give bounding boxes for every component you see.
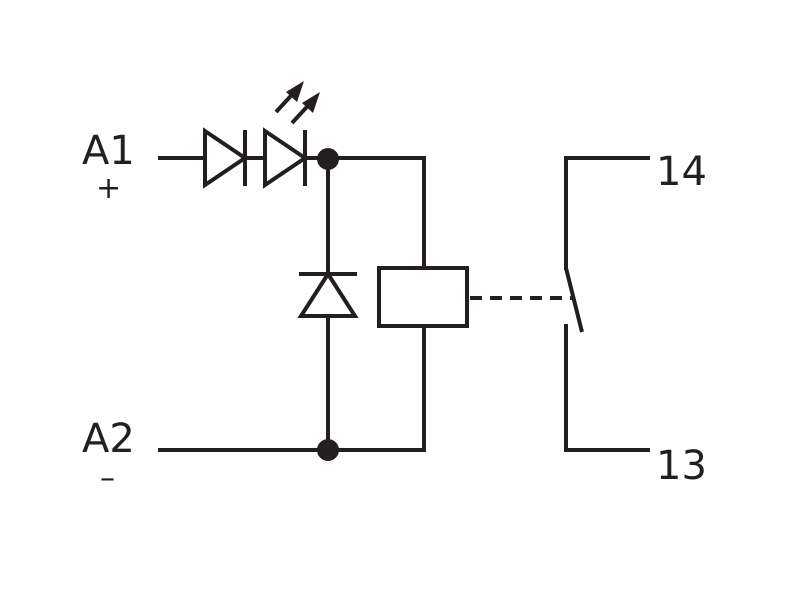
terminal-a2-polarity: – — [100, 461, 115, 496]
diode-icon — [203, 127, 249, 189]
led-icon — [263, 127, 309, 189]
terminal-14-label: 14 — [656, 149, 707, 195]
switch-contact-icon — [564, 156, 650, 452]
light-emission-icon — [274, 81, 320, 125]
top-wire — [158, 156, 426, 270]
terminal-a1-polarity: + — [96, 171, 121, 206]
terminal-a2-label: A2 — [82, 416, 135, 462]
relay-coil-icon — [377, 266, 469, 328]
freewheel-diode-icon — [297, 270, 359, 318]
terminal-a1-label: A1 — [82, 128, 135, 174]
terminal-13-label: 13 — [656, 443, 707, 489]
